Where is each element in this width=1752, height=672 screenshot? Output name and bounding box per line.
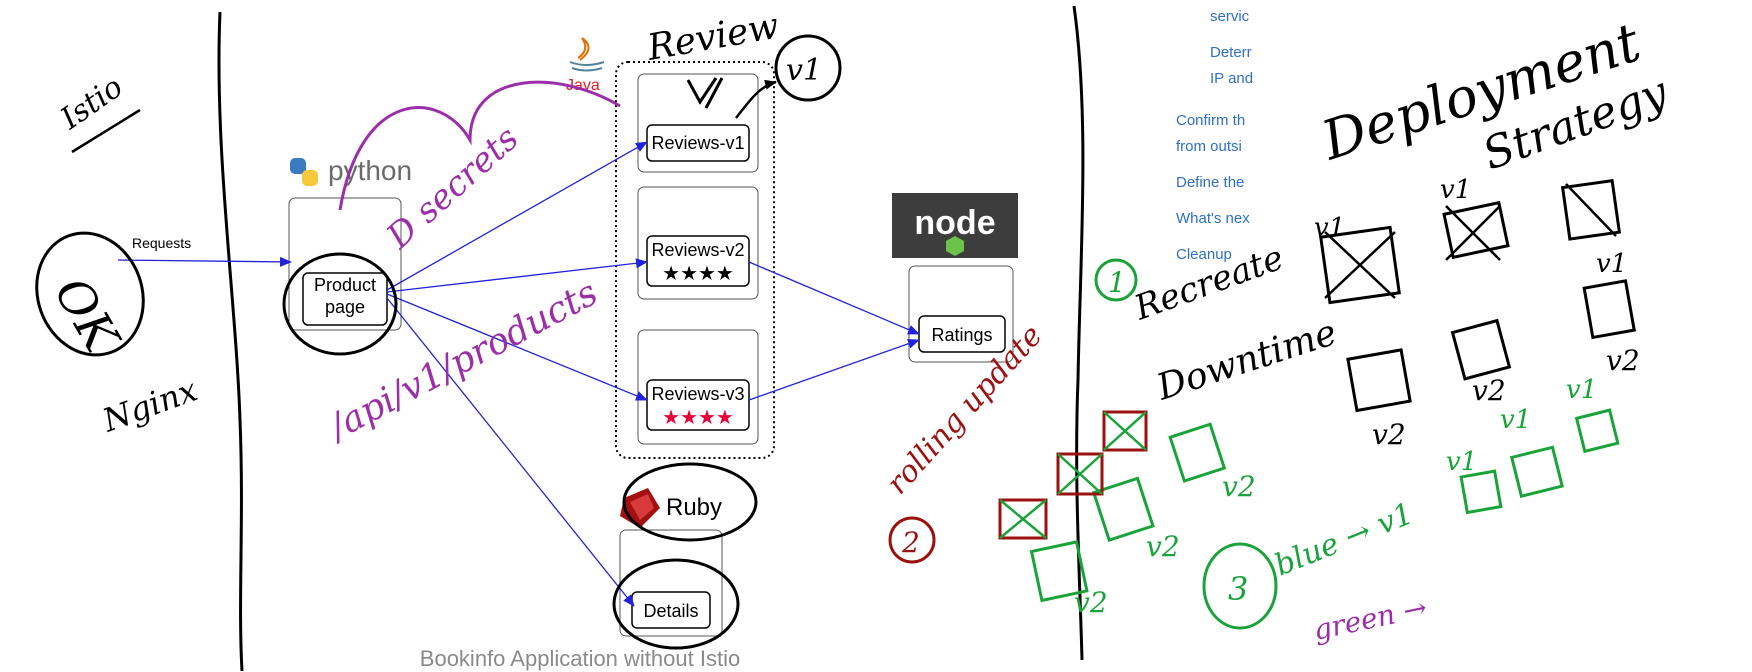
docs-link-cleanup[interactable]: Cleanup <box>1176 246 1232 263</box>
hand-blue: blue → v1 <box>1270 496 1419 583</box>
ruby-logo-text: Ruby <box>666 494 722 521</box>
hand-v2-e: v2 <box>1146 530 1180 563</box>
java-logo: Java <box>566 37 605 94</box>
docs-link-confirm[interactable]: Confirm th <box>1176 112 1246 129</box>
reviews-v3-stars: ★★★★ <box>662 405 734 429</box>
reviews-v1-label: Reviews-v1 <box>651 133 744 153</box>
hand-v1-e: v1 <box>1566 375 1597 405</box>
docs-link-services[interactable]: servic <box>1210 8 1250 25</box>
hand-number-3: 3 <box>1228 570 1248 608</box>
reviews-service-group <box>615 61 775 459</box>
hand-v1-a: v1 <box>1314 213 1345 243</box>
python-logo: python <box>290 155 412 186</box>
hand-v2-b: v2 <box>1472 374 1506 407</box>
hand-purple-arrow <box>338 80 621 211</box>
hand-v2-c: v2 <box>1372 418 1406 451</box>
hand-v1-circle-text: v1 <box>786 53 822 88</box>
diagram-caption: Bookinfo Application without Istio <box>419 646 741 671</box>
docs-link-determine[interactable]: Deterr <box>1210 44 1252 61</box>
hand-number-2: 2 <box>901 526 920 559</box>
hand-v1-c: v1 <box>1596 249 1627 279</box>
reviews-v3-outer-box <box>637 329 759 445</box>
edge-productpage-to-reviews-v3 <box>386 293 648 401</box>
hand-ruby-circle <box>622 462 758 542</box>
right-divider-line <box>1072 5 1085 661</box>
hand-v1-d: v1 <box>1500 405 1531 435</box>
docs-link-from-outside[interactable]: from outsi <box>1176 138 1242 155</box>
edge-reviews-v3-to-ratings <box>748 338 920 401</box>
hand-v2-f: v2 <box>1074 586 1108 619</box>
hand-v2-d: v2 <box>1222 470 1256 503</box>
edge-productpage-to-reviews-v2 <box>386 258 648 293</box>
reviews-v1-outer-box <box>637 73 759 173</box>
handwritten-annotations: Istio OK Nginx Review v1 Deployment Stra… <box>35 5 1675 650</box>
hand-v1-f: v1 <box>1446 447 1477 477</box>
productpage-label-line2: page <box>325 297 365 317</box>
hand-client-circle <box>35 231 145 357</box>
edge-label-requests: Requests <box>132 235 191 251</box>
edge-client-to-productpage <box>117 256 292 267</box>
productpage-label-line1: Product <box>314 275 376 295</box>
hand-review: Review <box>643 5 782 69</box>
details-label: Details <box>643 601 698 621</box>
hand-details-circle <box>612 558 740 650</box>
hand-v1-circle <box>774 34 842 102</box>
docs-link-define[interactable]: Define the <box>1176 174 1245 191</box>
docs-table-of-contents: servic Deterr IP and Confirm th from out… <box>1176 0 1260 268</box>
reviews-v2-label: Reviews-v2 <box>651 240 744 260</box>
hand-green: green → <box>1311 591 1430 647</box>
edge-productpage-to-reviews-v1 <box>386 141 648 291</box>
edge-reviews-v2-to-ratings <box>748 261 920 335</box>
details-node[interactable] <box>631 591 711 629</box>
nodejs-logo: node <box>892 193 1018 258</box>
hand-istio: Istio <box>54 69 130 137</box>
hand-v1-b: v1 <box>1440 175 1471 205</box>
docs-link-whats-next[interactable]: What's nex <box>1176 210 1250 227</box>
reviews-v3-label: Reviews-v3 <box>651 384 744 404</box>
edge-productpage-to-details <box>386 297 635 607</box>
hand-downtime: Downtime <box>1151 312 1341 409</box>
hand-nginx: Nginx <box>97 371 202 440</box>
left-divider-line <box>217 11 244 671</box>
hand-number-1: 1 <box>1108 266 1126 299</box>
hand-productpage-circle <box>282 252 398 356</box>
reviews-v3-node[interactable] <box>646 379 750 431</box>
nodejs-logo-text: node <box>914 204 995 242</box>
ratings-label: Ratings <box>931 325 992 345</box>
reviews-v2-outer-box <box>637 186 759 300</box>
hand-v2-a: v2 <box>1606 344 1640 377</box>
docs-link-ip-and[interactable]: IP and <box>1210 70 1254 87</box>
ratings-outer-box <box>908 265 1014 363</box>
java-logo-text: Java <box>566 77 600 94</box>
hand-secrets: D secrets <box>379 118 527 257</box>
python-logo-text: python <box>328 155 412 186</box>
reviews-v2-stars: ★★★★ <box>662 261 734 285</box>
